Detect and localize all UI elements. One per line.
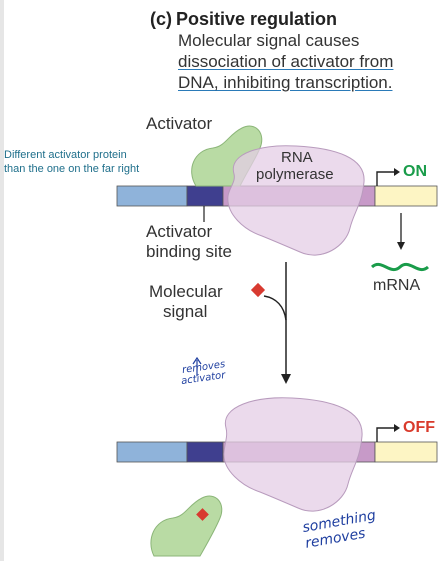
binding-site-label-line-2: binding site <box>146 242 233 261</box>
released-activator-shape <box>150 495 223 557</box>
side-note-line-1: Different activator protein <box>4 149 127 161</box>
on-label: ON <box>403 163 427 180</box>
top-dna-gene-segment <box>374 185 438 207</box>
top-rna-polymerase-shape <box>227 145 365 256</box>
left-border <box>0 0 4 561</box>
activator-label: Activator <box>146 114 213 133</box>
top-dna-blue-segment <box>116 185 188 207</box>
bottom-dna-blue-segment <box>116 441 188 463</box>
panel-header: (c)Positive regulation Molecular signal … <box>150 8 442 93</box>
panel-description: Molecular signal causes dissociation of … <box>178 30 442 93</box>
transcription-arrow-head <box>397 242 405 250</box>
panel-title: (c)Positive regulation <box>150 8 442 30</box>
off-arrow-head <box>394 424 400 432</box>
description-line-3: DNA, inhibiting transcription. <box>178 73 393 92</box>
top-dna-binding-site-segment <box>186 185 224 207</box>
side-note-line-2: than the one on the far right <box>4 163 140 175</box>
mrna-wave <box>370 262 430 272</box>
handwritten-arrow <box>192 356 202 376</box>
panel-title-text: Positive regulation <box>176 9 338 29</box>
bottom-dna-binding-site-segment <box>186 441 224 463</box>
rna-polymerase-label-line-1: RNA <box>281 149 313 166</box>
bottom-dna-gene-segment <box>374 441 438 463</box>
on-arrow <box>376 171 394 186</box>
mrna-label: mRNA <box>373 277 421 294</box>
rna-polymerase-label-line-2: polymerase <box>256 166 334 183</box>
molecular-signal-label-line-2: signal <box>163 302 208 321</box>
binding-site-label-line-1: Activator <box>146 222 213 241</box>
off-arrow <box>376 427 394 442</box>
on-arrow-head <box>394 168 400 176</box>
bottom-rna-polymerase-shape <box>223 397 363 512</box>
off-label: OFF <box>403 419 435 436</box>
description-line-2: dissociation of activator from <box>178 52 394 71</box>
signal-join-curve <box>263 295 287 321</box>
side-note: Different activator protein than the one… <box>4 148 234 176</box>
process-arrow-head <box>281 374 291 384</box>
molecular-signal-label-line-1: Molecular <box>149 282 223 301</box>
panel-letter: (c) <box>150 9 172 29</box>
signal-diamond <box>250 282 266 298</box>
description-line-1: Molecular signal causes <box>178 31 360 50</box>
